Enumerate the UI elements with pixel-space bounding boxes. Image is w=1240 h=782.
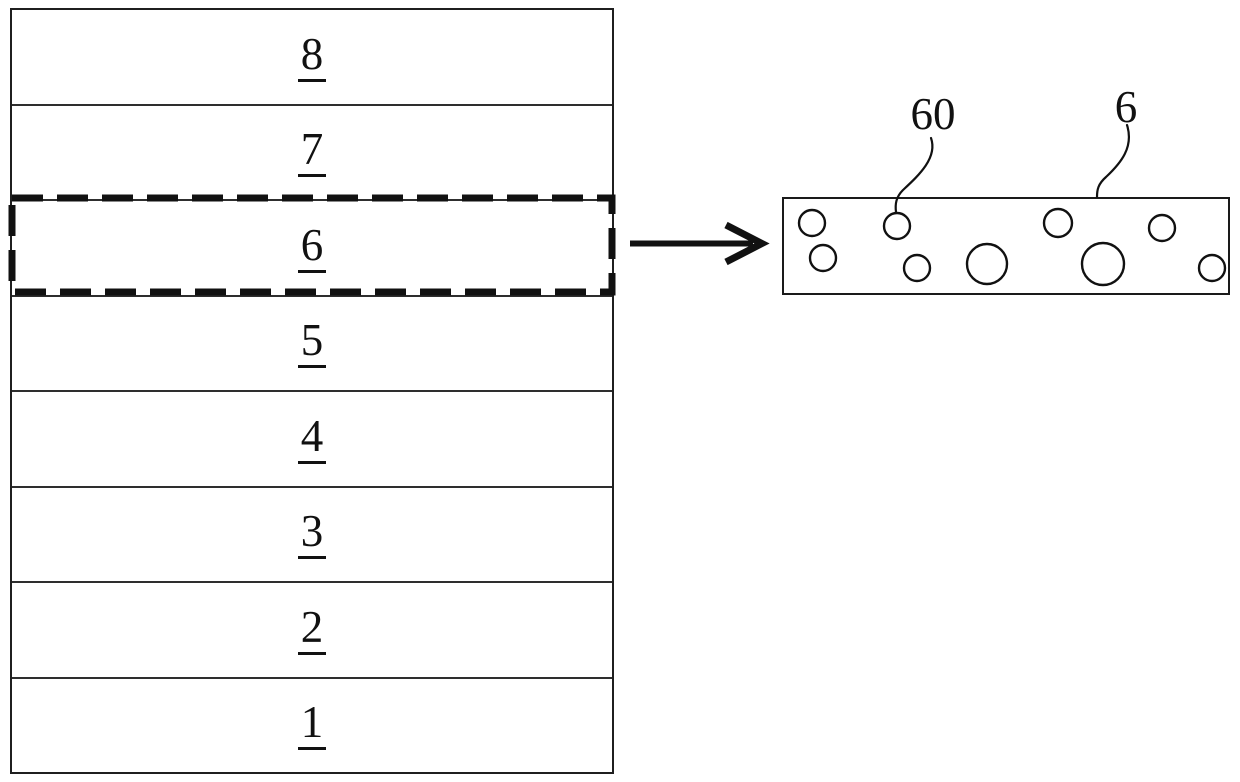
layer-label-6: 6: [297, 222, 327, 273]
layer-label-2: 2: [297, 604, 327, 655]
layer-label-5: 5: [297, 318, 327, 369]
reference-label-60: 60: [910, 89, 956, 139]
inclusion-circle: [965, 242, 1009, 286]
layer-row-1: 1: [12, 679, 612, 773]
layer-row-5: 5: [12, 297, 612, 392]
inclusion-circle: [797, 208, 827, 238]
detail-box: [782, 197, 1230, 295]
layer-stack: 8 7 6 5 4 3 2 1: [10, 8, 614, 774]
inclusion-circle: [1197, 253, 1227, 283]
inclusion-circle: [808, 243, 838, 273]
inclusion-circle: [902, 253, 932, 283]
layer-label-3: 3: [297, 509, 327, 560]
inclusion-circles: [797, 207, 1227, 287]
leader-line-60: [894, 136, 934, 214]
layer-label-8: 8: [297, 31, 327, 82]
layer-row-8: 8: [12, 10, 612, 106]
layer-row-6: 6: [12, 201, 612, 297]
inclusion-circle: [882, 211, 912, 241]
inclusion-circle: [1080, 241, 1126, 287]
layer-row-4: 4: [12, 392, 612, 488]
layer-label-4: 4: [297, 413, 327, 464]
inclusion-circle: [1042, 207, 1074, 239]
layer-label-7: 7: [297, 127, 327, 178]
highlight-dashed-box: [8, 194, 616, 296]
layer-label-1: 1: [297, 700, 327, 751]
inclusion-circle: [1147, 213, 1177, 243]
leader-line-6: [1095, 123, 1131, 199]
zoom-arrow: [630, 221, 770, 266]
layer-row-3: 3: [12, 488, 612, 583]
layer-row-2: 2: [12, 583, 612, 679]
reference-label-6: 6: [1114, 82, 1138, 132]
